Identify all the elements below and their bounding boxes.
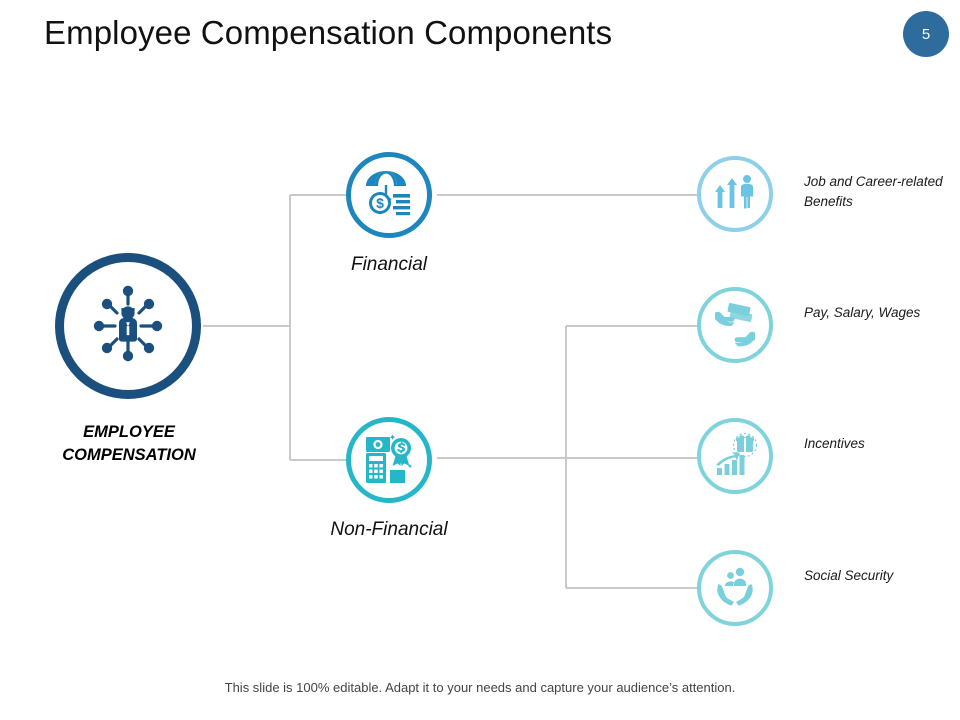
node-financial-ring: $ [346,152,432,238]
node-financial-label: Financial [350,254,428,275]
node-leaf-3-label: Social Security [804,568,894,583]
node-non-financial[interactable]: Non-Financial [330,417,448,540]
node-leaf-0-label: Job and Career-related Benefits [804,174,943,209]
footer-note: This slide is 100% editable. Adapt it to… [224,680,736,695]
node-incentives[interactable]: Incentives [697,418,865,494]
umbrella-dollar-icon: $ [366,171,410,216]
node-social-security[interactable]: Social Security [697,550,893,626]
node-root-label: EMPLOYEE COMPENSATION [62,423,196,464]
node-nonfinancial-ring [346,417,432,503]
node-leaf-2-ring [697,418,773,494]
node-job-career-benefits[interactable]: Job and Career-related Benefits [697,156,943,232]
node-leaf-3-ring [697,550,773,626]
growth-arrows-person-icon [715,175,753,209]
node-leaf-1-ring [697,287,773,363]
node-leaf-1-label: Pay, Salary, Wages [804,305,921,320]
node-leaf-0-ring [697,156,773,232]
node-pay-salary-wages[interactable]: Pay, Salary, Wages [697,287,920,363]
hands-holding-people-icon [717,567,753,606]
bar-chart-gift-icon [716,432,758,475]
svg-text:$: $ [376,195,384,211]
node-leaf-2-label: Incentives [804,436,865,451]
node-root-ring [55,253,201,399]
calculator-award-icon [366,434,413,483]
node-financial[interactable]: $ Financial [346,152,432,275]
hand-money-exchange-icon [715,302,755,347]
node-nonfinancial-label: Non-Financial [330,519,448,540]
page-title: Employee Compensation Components [44,14,613,51]
page-number-badge: 5 [903,11,949,57]
network-person-icon [93,285,163,362]
node-employee-compensation[interactable]: EMPLOYEE COMPENSATION [55,253,201,464]
